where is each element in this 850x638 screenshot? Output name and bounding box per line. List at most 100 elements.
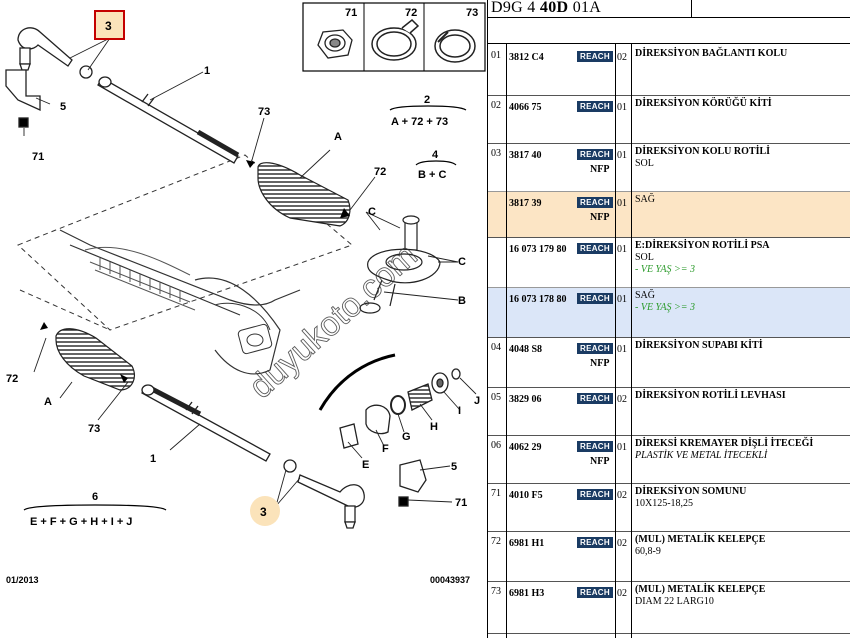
part-title: (MUL) METALİK KELEPÇE <box>635 584 766 595</box>
part-reference: 3812 C4 <box>509 52 544 63</box>
reach-badge: REACH <box>577 197 613 208</box>
kit-4-formula: B + C <box>418 169 446 181</box>
label-a-upper: A <box>334 131 342 143</box>
item-number: 03 <box>491 148 501 159</box>
part-note: PLASTİK VE METAL İTECEKLİ <box>635 450 768 461</box>
label-j: J <box>474 395 480 407</box>
item-number: 02 <box>491 100 501 111</box>
plunger-kit <box>339 368 461 449</box>
footer-date: 01/2013 <box>6 575 39 585</box>
label-72-lower: 72 <box>6 373 18 385</box>
footer-ref: 00043937 <box>430 575 470 585</box>
inset-label-72: 72 <box>405 7 417 19</box>
part-description: DİREKSİYON ROTİLİ LEVHASI <box>635 390 849 402</box>
clamp-72-icon <box>371 18 420 61</box>
reach-badge: REACH <box>577 441 613 452</box>
inset-label-73: 73 <box>466 7 478 19</box>
label-h: H <box>430 421 438 433</box>
rack-housing <box>17 154 353 375</box>
tie-rod-upper <box>97 76 240 164</box>
reach-badge: REACH <box>577 343 613 354</box>
part-detail: 60,8-9 <box>635 546 661 557</box>
quantity: 02 <box>617 394 627 405</box>
tie-rod-end-lower <box>283 459 365 529</box>
part-detail: SOL <box>635 158 654 169</box>
part-j <box>451 368 461 380</box>
item-number: 73 <box>491 586 501 597</box>
quantity: 02 <box>617 52 627 63</box>
part-reference: 3817 39 <box>509 198 542 209</box>
part-f <box>365 404 391 435</box>
reach-badge: REACH <box>577 51 613 62</box>
label-b: B <box>458 295 466 307</box>
part-description: SAĞ- VE YAŞ >= 3 <box>635 290 849 314</box>
tie-rod-end-upper <box>17 27 93 79</box>
quantity: 01 <box>617 102 627 113</box>
quantity: 01 <box>617 344 627 355</box>
kit-2-number: 2 <box>424 94 430 106</box>
reach-badge: REACH <box>577 149 613 160</box>
callout-3-top: 3 <box>105 19 112 33</box>
reach-badge: REACH <box>577 537 613 548</box>
parts-exploded-diagram: 71 72 73 <box>5 2 486 585</box>
item-number: 06 <box>491 440 501 451</box>
item-number: 71 <box>491 488 501 499</box>
model-code: D9G 4 40D 01A <box>491 0 602 16</box>
part-title: DİREKSİYON SOMUNU <box>635 486 747 497</box>
kit-2-formula: A + 72 + 73 <box>391 116 448 128</box>
part-title: DİREKSİYON SUPABI KİTİ <box>635 340 763 351</box>
label-1-lower: 1 <box>150 453 156 465</box>
part-detail: SAĞ <box>635 194 656 205</box>
kit-6-number: 6 <box>92 491 98 503</box>
part-reference: 6981 H3 <box>509 588 545 599</box>
label-71-upper: 71 <box>32 151 44 163</box>
label-5-lower: 5 <box>451 461 457 473</box>
inset-label-71: 71 <box>345 7 357 19</box>
part-title: DİREKSİYON ROTİLİ LEVHASI <box>635 390 786 401</box>
part-title: (MUL) METALİK KELEPÇE <box>635 534 766 545</box>
part-condition: - VE YAŞ >= 3 <box>635 302 696 313</box>
nfp-flag: NFP <box>590 358 610 369</box>
label-71-lower: 71 <box>455 497 467 509</box>
item-number: 05 <box>491 392 501 403</box>
callout-3-circle <box>250 496 280 526</box>
reach-badge: REACH <box>577 393 613 404</box>
part-detail: SAĞ <box>635 290 656 301</box>
inset-box: 71 72 73 <box>302 2 486 72</box>
nut-icon <box>317 29 353 59</box>
label-72-upper: 72 <box>374 166 386 178</box>
part-h <box>407 383 433 411</box>
item-number: 72 <box>491 536 501 547</box>
callout-3-bottom: 3 <box>260 505 267 519</box>
kit-4: 4 B + C <box>415 149 457 181</box>
part-title: DİREKSİYON KOLU ROTİLİ <box>635 146 771 157</box>
reach-badge: REACH <box>577 243 613 254</box>
part-detail: 10X125-18,25 <box>635 498 694 509</box>
nfp-flag: NFP <box>590 164 610 175</box>
part-title: DİREKSİ KREMAYER DİŞLİ İTECEĞİ <box>635 438 814 449</box>
part-description: DİREKSİYON SUPABI KİTİ <box>635 340 849 352</box>
part-reference: 6981 H1 <box>509 538 545 549</box>
leader-lines <box>23 37 477 507</box>
part-reference: 16 073 178 80 <box>509 294 567 305</box>
part-title: DİREKSİYON KÖRÜĞÜ KİTİ <box>635 98 772 109</box>
part-reference: 16 073 179 80 <box>509 244 567 255</box>
label-i: I <box>458 405 461 417</box>
separator-curve <box>318 353 396 411</box>
table-header: D9G 4 40D 01A <box>488 0 850 18</box>
kit-6-formula: E + F + G + H + I + J <box>30 516 132 528</box>
